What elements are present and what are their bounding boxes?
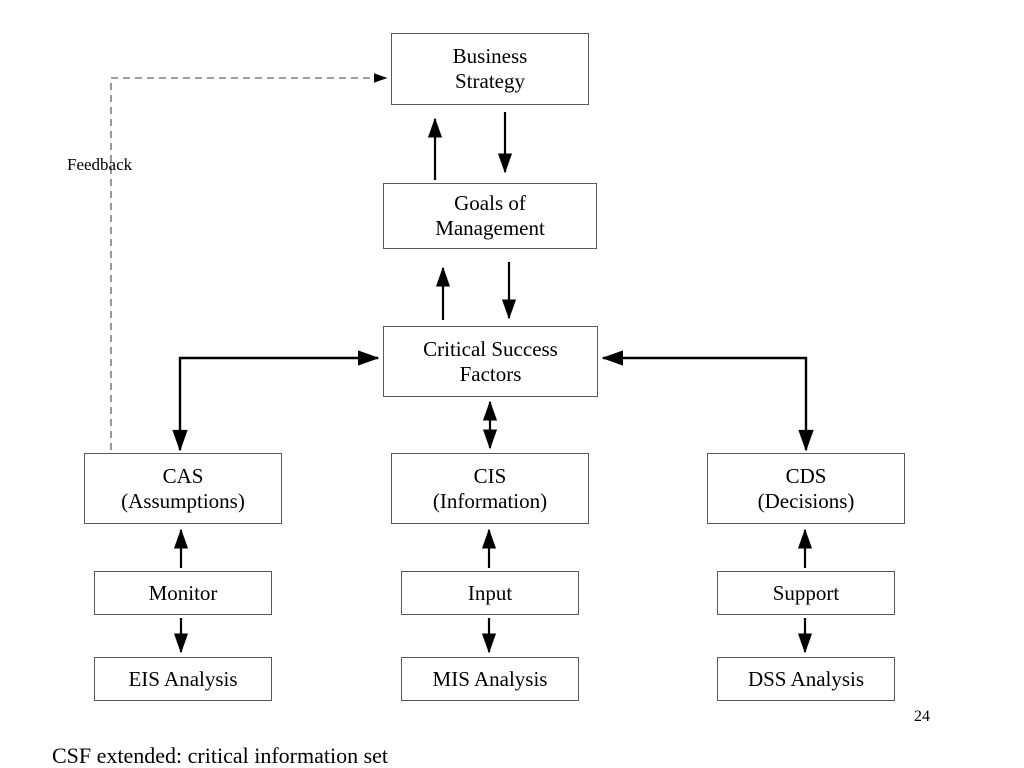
node-mis-analysis[interactable]: MIS Analysis: [401, 657, 579, 701]
node-mis-analysis-label: MIS Analysis: [432, 666, 548, 691]
node-goals-of-management-label: Goals of Management: [435, 191, 545, 240]
node-monitor-label: Monitor: [148, 580, 218, 605]
node-input[interactable]: Input: [401, 571, 579, 615]
page-number: 24: [914, 708, 930, 725]
node-monitor[interactable]: Monitor: [94, 571, 272, 615]
node-cis[interactable]: CIS (Information): [391, 453, 589, 524]
node-business-strategy[interactable]: Business Strategy: [391, 33, 589, 105]
node-dss-analysis-label: DSS Analysis: [747, 666, 865, 691]
edge-cas-csf-elbow: [172, 350, 380, 452]
node-input-label: Input: [467, 580, 513, 605]
node-cas-label: CAS (Assumptions): [121, 463, 245, 513]
edge-feedback-dashed: [110, 73, 388, 450]
node-eis-analysis[interactable]: EIS Analysis: [94, 657, 272, 701]
node-goals-of-management[interactable]: Goals of Management: [383, 183, 597, 249]
node-dss-analysis[interactable]: DSS Analysis: [717, 657, 895, 701]
node-cas[interactable]: CAS (Assumptions): [84, 453, 282, 524]
feedback-label: Feedback: [67, 155, 133, 174]
node-cis-label: CIS (Information): [432, 463, 548, 513]
node-critical-success-factors-label: Critical Success Factors: [423, 336, 558, 386]
node-support[interactable]: Support: [717, 571, 895, 615]
node-critical-success-factors[interactable]: Critical Success Factors: [383, 326, 598, 397]
node-eis-analysis-label: EIS Analysis: [128, 666, 238, 691]
edge-cds-csf-elbow: [601, 350, 814, 452]
node-cds-label: CDS (Decisions): [757, 463, 855, 513]
node-support-label: Support: [772, 580, 840, 605]
node-business-strategy-label: Business Strategy: [452, 44, 528, 93]
slide-caption: CSF extended: critical information set: [52, 743, 389, 768]
node-cds[interactable]: CDS (Decisions): [707, 453, 905, 524]
